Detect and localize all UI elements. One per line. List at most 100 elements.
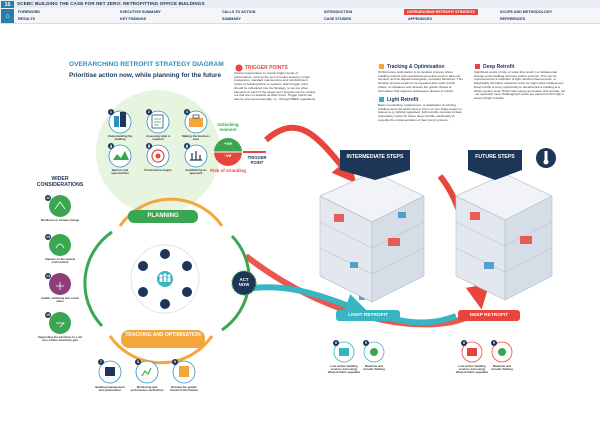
deep-step-8-number: 8 (463, 341, 465, 345)
planning-label: PLANNING (147, 213, 179, 219)
bottom-step-9-number: 9 (174, 360, 176, 364)
step-4-label: Barriers and opportunities (111, 168, 129, 176)
nav-introduction[interactable]: INTRODUCTION (324, 10, 353, 14)
light-retrofit-icon (379, 97, 384, 102)
bottom-step-9-label: Develop the golden thread of information (169, 385, 199, 393)
svg-text:1: 1 (110, 110, 112, 114)
svg-text:2: 2 (148, 110, 150, 114)
svg-text:6: 6 (186, 144, 188, 148)
light-step-9-label: Materials and circular thinking (363, 364, 385, 372)
light-step-9-number: 9 (365, 341, 367, 345)
wider-resilience-label: Resilience to climate change (40, 218, 80, 222)
trigger-points-icon (235, 64, 243, 72)
tracking-text: Performance optimisation is an iterative… (378, 70, 463, 93)
wider-12-number: 12 (46, 196, 50, 200)
wider-health-label: Health, wellbeing and social value (41, 296, 79, 304)
nav-calls-to-action[interactable]: CALLS TO ACTION (222, 10, 256, 14)
light-retrofit-text: Basic remodelling, replacement, or adapt… (378, 103, 463, 122)
top-bar (0, 0, 600, 8)
nav-foreword[interactable]: FOREWORD (18, 10, 40, 14)
planning-cycle (83, 197, 251, 365)
act-now-label: ACT NOW (238, 277, 250, 287)
step-2-icon: 2 (146, 109, 170, 134)
wider-15-number: 15 (46, 313, 50, 317)
page-subtitle: Prioritise action now, while planning fo… (69, 72, 222, 79)
thermometer-icon (536, 148, 556, 168)
planning-banner (128, 210, 198, 223)
unlocking-moment-label: Unlocking moment (217, 122, 239, 132)
future-steps-label: FUTURE STEPS (475, 154, 515, 160)
step-6-label: Establishing an approach (185, 168, 207, 176)
unlock-gauge (212, 138, 244, 166)
nav-executive-summary[interactable]: EXECUTIVE SUMMARY (120, 10, 161, 14)
intermediate-building (319, 171, 425, 303)
people-figures (159, 273, 171, 282)
step-3-icon: 3 (184, 109, 208, 134)
light-step-8-number: 8 (335, 341, 337, 345)
intermediate-steps-label: INTERMEDIATE STEPS (346, 154, 404, 160)
negative-label: -ve (224, 154, 232, 159)
nav-references[interactable]: REFERENCES (500, 17, 526, 21)
step-5-number: 5 (148, 145, 150, 149)
step-5-label: Performance targets (144, 168, 172, 172)
light-retrofit-tag (336, 310, 400, 321)
intermediate-banner (340, 150, 410, 180)
svg-text:3: 3 (186, 110, 188, 114)
trigger-point-label: TRIGGER POINT (247, 155, 267, 165)
svg-text:5: 5 (148, 144, 150, 148)
bottom-step-8-label: Monitoring and performance verification (130, 385, 164, 393)
step-3-label: Making the business case (182, 134, 210, 142)
nav-appendices[interactable]: APPENDICES (408, 17, 432, 21)
deep-retrofit-heading: Deep Retrofit (483, 64, 515, 70)
wider-grid-label: Supporting the transition to a net zero … (37, 335, 83, 343)
light-retrofit-label: LIGHT RETROFIT (348, 313, 388, 318)
positive-label: +ve (223, 142, 233, 147)
bottom-step-7-number: 7 (100, 360, 102, 364)
deep-step-9-number: 9 (493, 341, 495, 345)
wider-14-number: 14 (46, 274, 50, 278)
step-6-number: 6 (186, 145, 188, 149)
red-arrow-top (264, 124, 357, 184)
step-4-icon: 4 (108, 143, 132, 168)
page-title: OVERARCHING RETROFIT STRATEGY DIAGRAM (69, 61, 224, 68)
deep-retrofit-label: DEEP RETROFIT (469, 313, 509, 318)
trigger-points-heading: TRIGGER POINTS (245, 65, 288, 71)
light-step-icons (333, 340, 385, 363)
nav-summary[interactable]: SUMMARY (222, 17, 241, 21)
page-number: 16 (1, 1, 14, 8)
nav-scope-and-methodology[interactable]: SCOPE AND METHODOLOGY (500, 10, 553, 14)
nav-results[interactable]: RESULTS (18, 17, 35, 21)
deep-step-8-label: Low carbon building services and energy … (455, 364, 489, 375)
step-1-icon: 1 (108, 109, 132, 134)
svg-text:4: 4 (110, 144, 112, 148)
tracking-label: TRACKING AND OPTIMISATION (125, 332, 201, 338)
document-title: SCEBC BUILDING THE CASE FOR NET ZERO: RE… (17, 1, 205, 6)
bottom-step-icons (98, 359, 196, 384)
hub-icons (138, 249, 192, 309)
tracking-banner (121, 330, 205, 348)
light-step-8-label: Low carbon building services and energy … (327, 364, 361, 375)
wider-icons (45, 195, 71, 334)
step-5-icon: 5 (146, 143, 170, 168)
nav-overarching-retrofit-strategy[interactable]: OVERARCHING RETROFIT STRATEGY (404, 9, 478, 15)
act-now-badge (231, 270, 257, 296)
bottom-step-7-label: Building management and optimisation (95, 385, 125, 393)
light-retrofit-heading: Light Retrofit (387, 97, 419, 103)
wider-natural-environment-label: Impacts on the natural environment (45, 257, 75, 265)
deep-step-9-label: Materials and circular thinking (491, 364, 513, 372)
teal-arrow-light (239, 284, 370, 317)
tracking-heading: Tracking & Optimisation (387, 64, 445, 70)
deep-retrofit-text: Significant works of size or scale that … (474, 70, 566, 100)
wider-considerations-heading: WIDER CONSIDERATIONS (36, 176, 84, 188)
tracking-icon (379, 64, 384, 69)
deep-retrofit-icon (475, 64, 480, 69)
deep-step-icons (461, 340, 513, 363)
wider-13-number: 13 (46, 235, 50, 239)
nav-case-studies[interactable]: CASE STUDIES (324, 17, 352, 21)
home-icon[interactable]: ⌂ (1, 9, 14, 23)
nav-key-findings[interactable]: KEY FINDINGS (120, 17, 147, 21)
step-4-number: 4 (110, 145, 112, 149)
future-banner (468, 150, 522, 180)
